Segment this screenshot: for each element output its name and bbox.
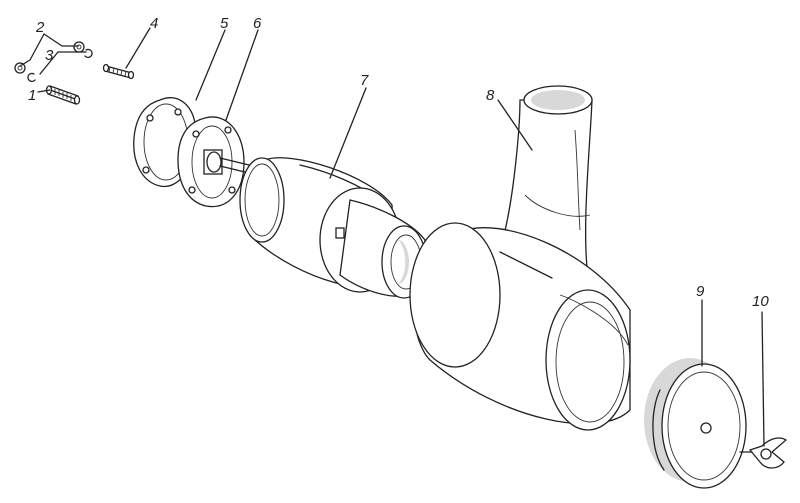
part-9-cover xyxy=(644,358,747,489)
leader-lines xyxy=(19,27,765,447)
callout-4: 4 xyxy=(150,15,158,32)
callout-1: 1 xyxy=(28,87,36,104)
callout-9: 9 xyxy=(696,283,705,300)
part-8-housing xyxy=(409,85,631,431)
part-7-filter-element xyxy=(239,157,427,299)
callout-10: 10 xyxy=(752,293,769,310)
part-3-washers xyxy=(27,48,93,83)
part-6-flange xyxy=(177,116,271,208)
callout-3: 3 xyxy=(45,47,54,64)
part-1-stud xyxy=(45,85,81,105)
part-2-nuts xyxy=(14,41,85,74)
callout-8: 8 xyxy=(486,87,495,104)
callout-5: 5 xyxy=(220,15,229,32)
callout-6: 6 xyxy=(253,15,262,32)
callout-7: 7 xyxy=(360,72,369,89)
callout-2: 2 xyxy=(35,19,45,36)
part-10-wing-nut xyxy=(739,437,788,469)
part-4-stud xyxy=(102,63,135,80)
callouts: 1 2 3 4 5 6 7 8 9 10 xyxy=(28,15,769,310)
